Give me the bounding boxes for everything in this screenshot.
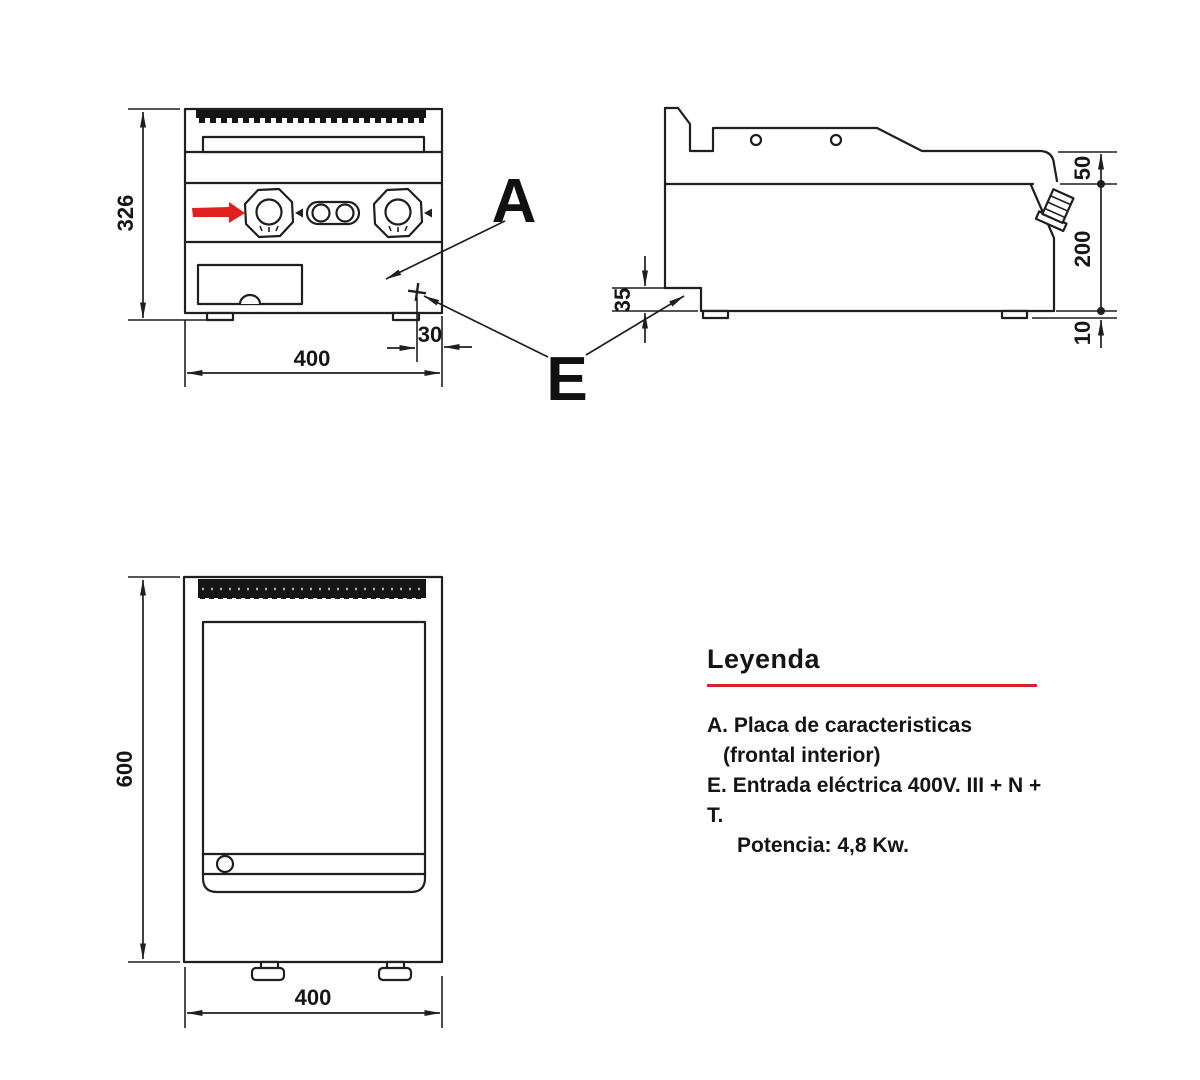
dim-feet-height: 10: [1070, 321, 1095, 345]
dim-plate-band: 50: [1070, 156, 1095, 180]
foot: [205, 311, 235, 322]
control-knob-left: [243, 187, 303, 239]
plan-view-dimensions: 600 400: [112, 576, 443, 1028]
drain-hole: [215, 854, 235, 874]
knob-pointer-mark: [424, 208, 432, 218]
dim-inlet-offset: 30: [418, 322, 442, 347]
inlet-notch: [663, 286, 703, 313]
griddle-edge-strip: [196, 110, 426, 123]
plan-knob-left: [250, 960, 286, 982]
front-view: [183, 107, 444, 322]
dim-plan-width: 400: [295, 985, 332, 1010]
control-knob-right: [372, 187, 432, 239]
callouts: A E: [385, 167, 685, 414]
legend-item-e-code: E.: [707, 774, 727, 797]
foot: [1000, 309, 1029, 320]
griddle-plate: [201, 620, 427, 894]
legend-items: A. Placa de caracteristicas (frontal int…: [707, 711, 1055, 861]
legend-rule: [707, 684, 1037, 687]
callout-letter-a: A: [492, 167, 537, 236]
legend: Leyenda A. Placa de caracteristicas (fro…: [707, 644, 1055, 861]
red-pointer-arrow: [192, 202, 245, 223]
legend-item-a-text: Placa de caracteristicas: [733, 714, 973, 737]
legend-item-e: E. Entrada eléctrica 400V. III + N + T.: [707, 771, 1055, 831]
drip-tray: [196, 263, 304, 306]
coil-band: [198, 579, 426, 599]
dim-front-width: 400: [294, 346, 331, 371]
callout-letter-e: E: [546, 345, 587, 414]
legend-item-e-sub: Potencia: 4,8 Kw.: [737, 834, 909, 857]
side-view: [663, 106, 1075, 320]
side-view-dimensions: 35 50 200 10: [610, 151, 1117, 348]
side-knob: [1034, 188, 1075, 233]
legend-item-e-text: Entrada eléctrica 400V. III + N + T.: [707, 774, 1042, 827]
front-view-dimensions: 326 400 30: [113, 108, 472, 387]
plan-knob-right: [377, 960, 413, 982]
pilot-indicator: [305, 200, 361, 226]
dim-front-height: 326: [113, 195, 138, 232]
bracket-hole: [829, 133, 843, 147]
legend-title: Leyenda: [707, 644, 821, 674]
bracket-hole: [749, 133, 763, 147]
plan-view: [182, 575, 444, 982]
knob-pointer-mark: [295, 208, 303, 218]
legend-item-a-code: A.: [707, 714, 728, 737]
dim-plan-depth: 600: [112, 751, 137, 788]
legend-item-a: A. Placa de caracteristicas: [707, 711, 1055, 741]
foot: [701, 309, 730, 320]
legend-item-a-sub: (frontal interior): [723, 744, 881, 767]
dim-inlet-height: 35: [610, 288, 635, 312]
control-panel-slant: [1029, 183, 1056, 313]
electrical-entry-mark: [407, 282, 427, 302]
foot: [391, 311, 421, 322]
splash-guard-front: [201, 135, 426, 154]
dim-body-height: 200: [1070, 231, 1095, 268]
